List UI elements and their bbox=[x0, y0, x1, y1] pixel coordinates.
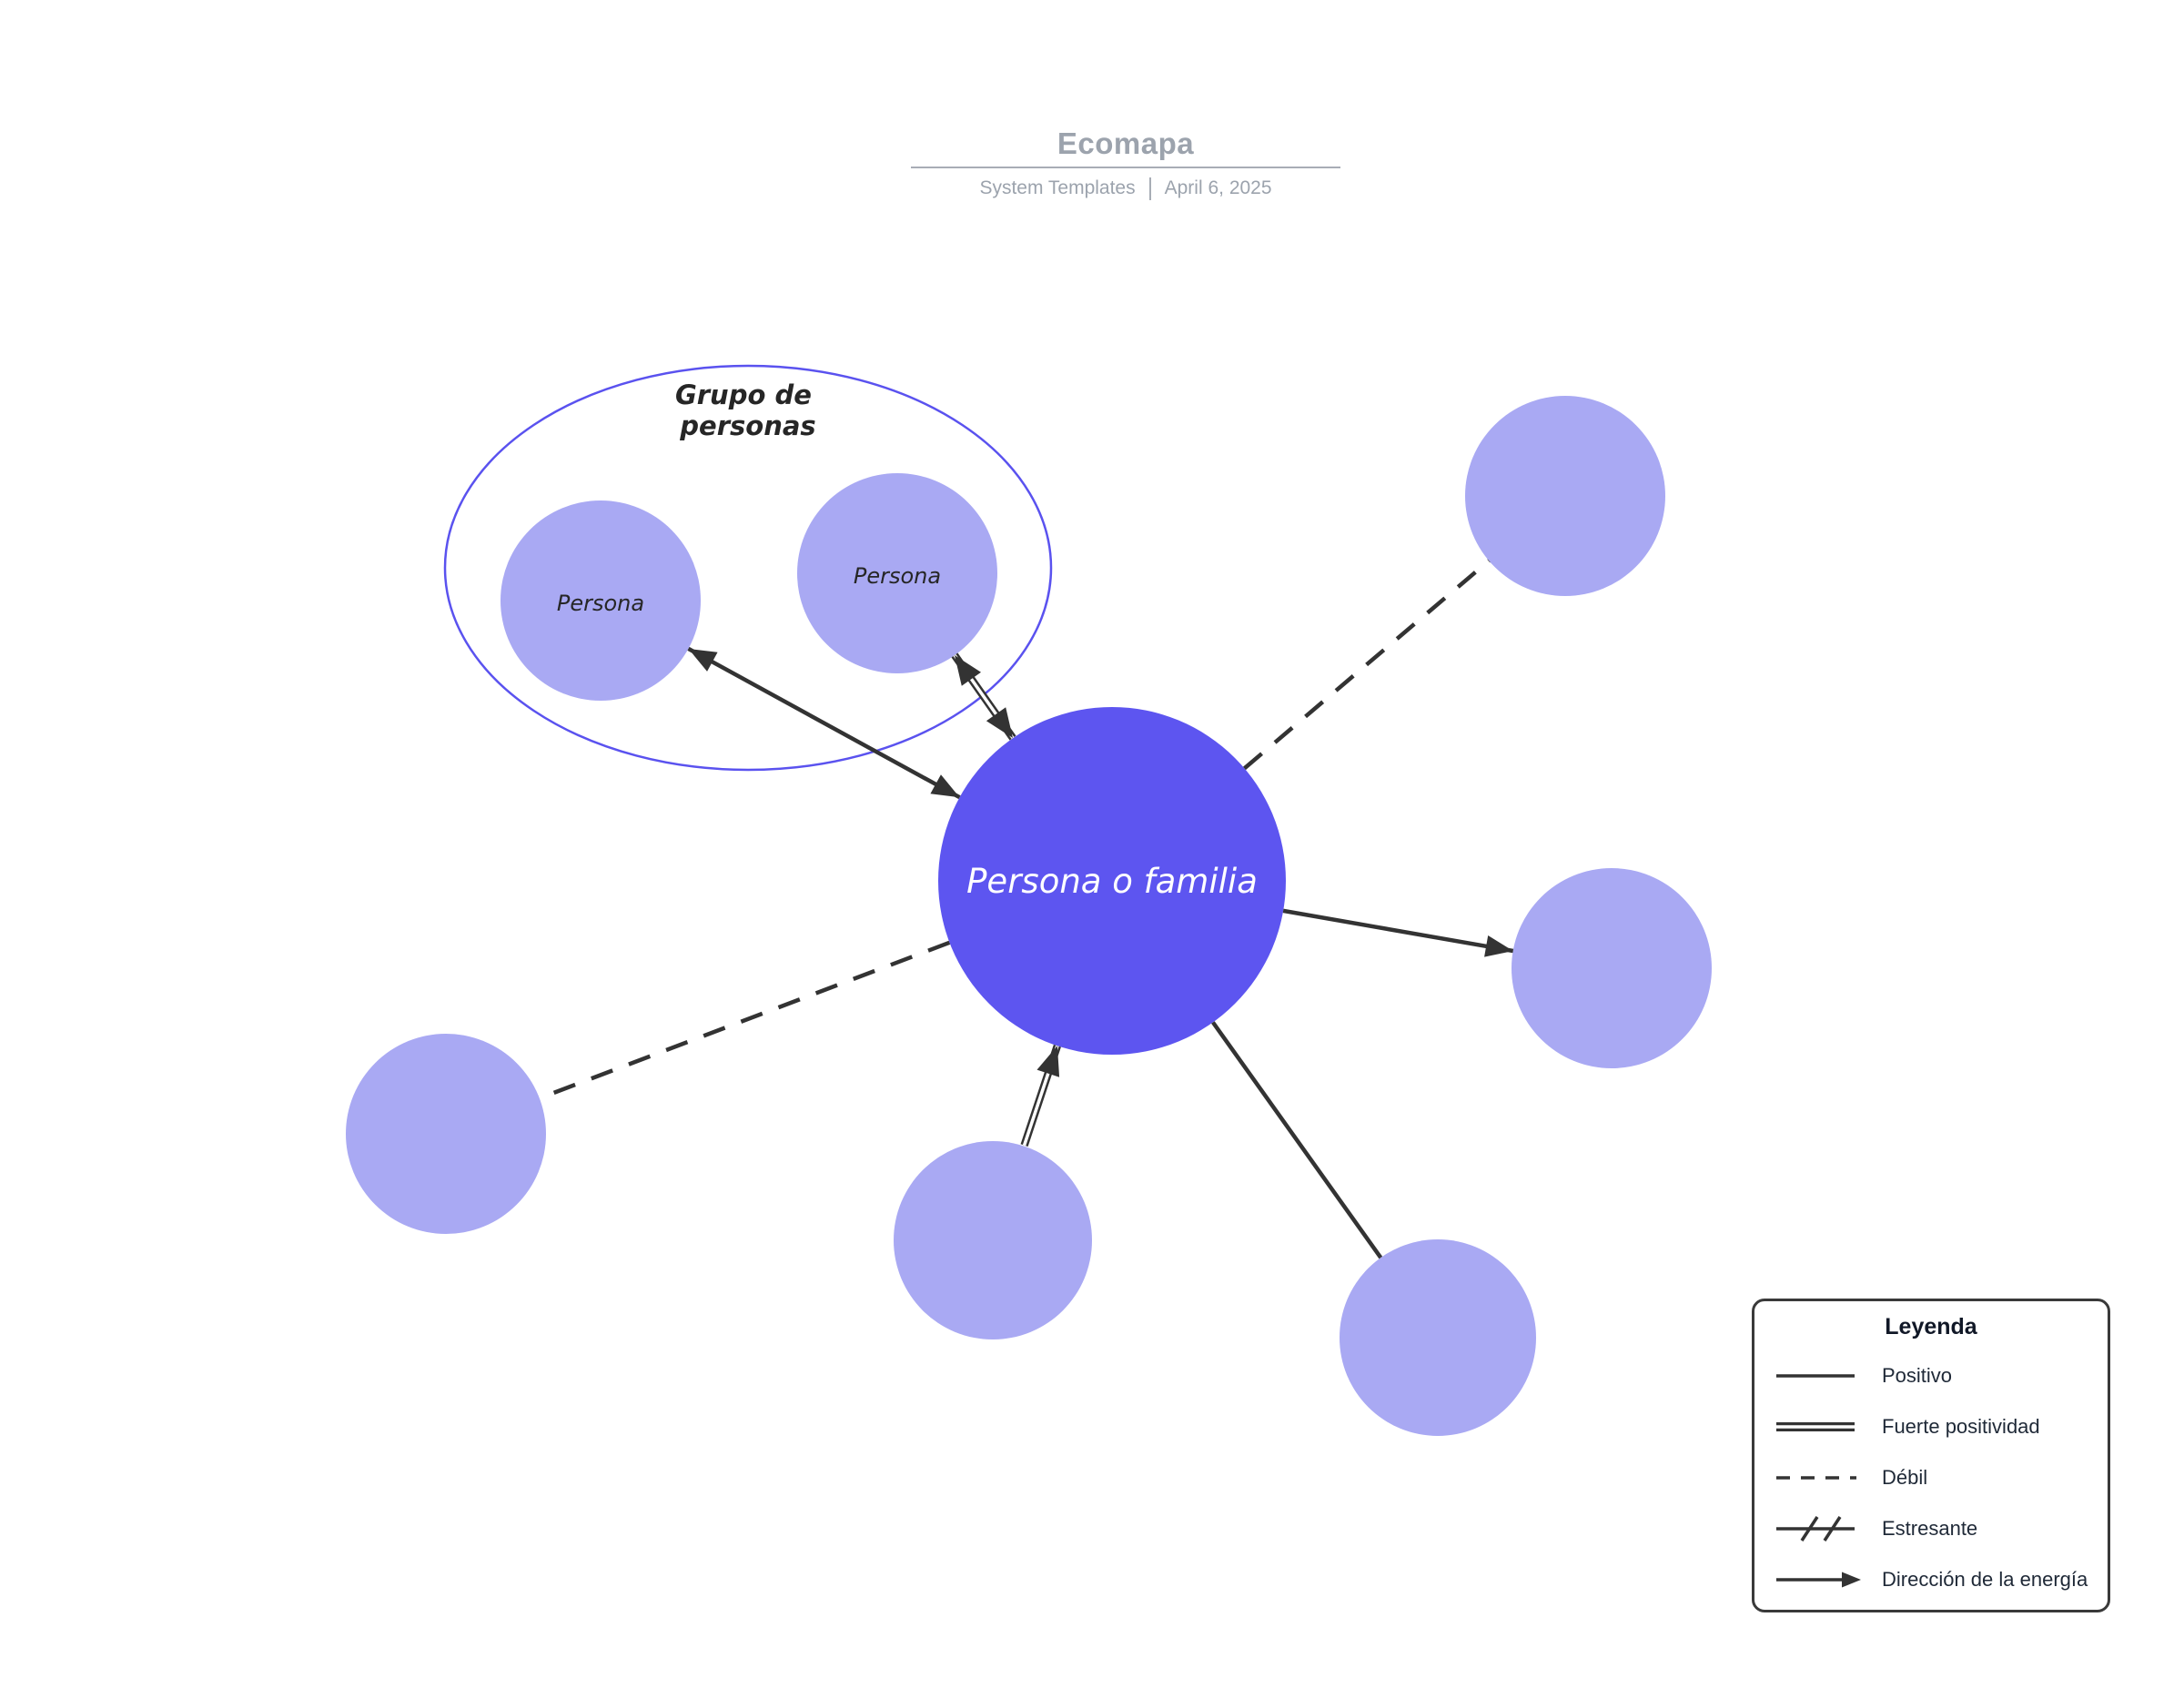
node-contact-left[interactable] bbox=[346, 1034, 546, 1234]
connector-persona1-central-positive[interactable] bbox=[687, 646, 961, 800]
node-contact-top-right[interactable] bbox=[1465, 396, 1665, 596]
legend-label: Positivo bbox=[1882, 1364, 1953, 1387]
connector-central-bottomright-positive[interactable] bbox=[1211, 1021, 1383, 1259]
legend-label: Dirección de la energía bbox=[1882, 1568, 2088, 1591]
connector-central-right-positive[interactable] bbox=[1282, 908, 1514, 957]
byline-date: April 6, 2025 bbox=[1164, 177, 1272, 198]
connector-bottom-central-strong[interactable] bbox=[1020, 1044, 1061, 1147]
node-persona-2-label: Persona bbox=[854, 563, 941, 589]
arrowhead bbox=[1036, 1046, 1060, 1077]
node-contact-bottom-right[interactable] bbox=[1340, 1239, 1536, 1436]
stress-slash-1 bbox=[1800, 1516, 1819, 1541]
arrowhead bbox=[986, 707, 1013, 738]
slashed-line-icon bbox=[1776, 1516, 1855, 1541]
arrow-head bbox=[1842, 1572, 1861, 1588]
page-title: Ecomapa bbox=[1057, 126, 1195, 160]
double-line-icon bbox=[1776, 1422, 1855, 1431]
stress-slash-2 bbox=[1823, 1516, 1842, 1541]
connector-central-topright-weak[interactable] bbox=[1243, 559, 1491, 771]
solid-line-icon bbox=[1776, 1374, 1855, 1378]
header: Ecomapa System Templates April 6, 2025 bbox=[853, 128, 1399, 200]
legend-label: Estresante bbox=[1882, 1517, 1978, 1540]
arrowhead bbox=[955, 655, 981, 686]
legend-row-energy-direction: Dirección de la energía bbox=[1774, 1554, 2098, 1605]
node-central-label: Persona o familia bbox=[966, 862, 1258, 901]
byline-author: System Templates bbox=[979, 177, 1136, 198]
node-central[interactable] bbox=[938, 707, 1286, 1055]
byline: System Templates April 6, 2025 bbox=[853, 177, 1399, 200]
legend-row-positive: Positivo bbox=[1774, 1350, 2098, 1401]
legend-label: Fuerte positividad bbox=[1882, 1415, 2040, 1438]
node-persona-1[interactable] bbox=[500, 500, 701, 701]
connector-persona2-central-strong[interactable] bbox=[951, 652, 1016, 741]
legend-row-weak: Débil bbox=[1774, 1452, 2098, 1503]
legend-title: Leyenda bbox=[1885, 1314, 1977, 1339]
legend-box: Leyenda Positivo Fuerte positividad Débi… bbox=[1752, 1299, 2110, 1612]
group-label: Grupo de personas bbox=[675, 379, 821, 441]
legend-label: Débil bbox=[1882, 1466, 1928, 1489]
legend-row-stressful: Estresante bbox=[1774, 1503, 2098, 1554]
byline-separator bbox=[1148, 177, 1151, 200]
arrow-icon bbox=[1776, 1572, 1861, 1588]
legend-row-strong-positive: Fuerte positividad bbox=[1774, 1401, 2098, 1452]
node-persona-1-label: Persona bbox=[557, 591, 644, 616]
dashed-line-icon bbox=[1776, 1476, 1856, 1480]
title-underline bbox=[911, 167, 1340, 168]
connector-central-left-weak[interactable] bbox=[539, 940, 951, 1101]
node-persona-2[interactable] bbox=[797, 473, 997, 673]
node-contact-bottom[interactable] bbox=[894, 1141, 1092, 1339]
node-contact-right[interactable] bbox=[1512, 868, 1712, 1068]
